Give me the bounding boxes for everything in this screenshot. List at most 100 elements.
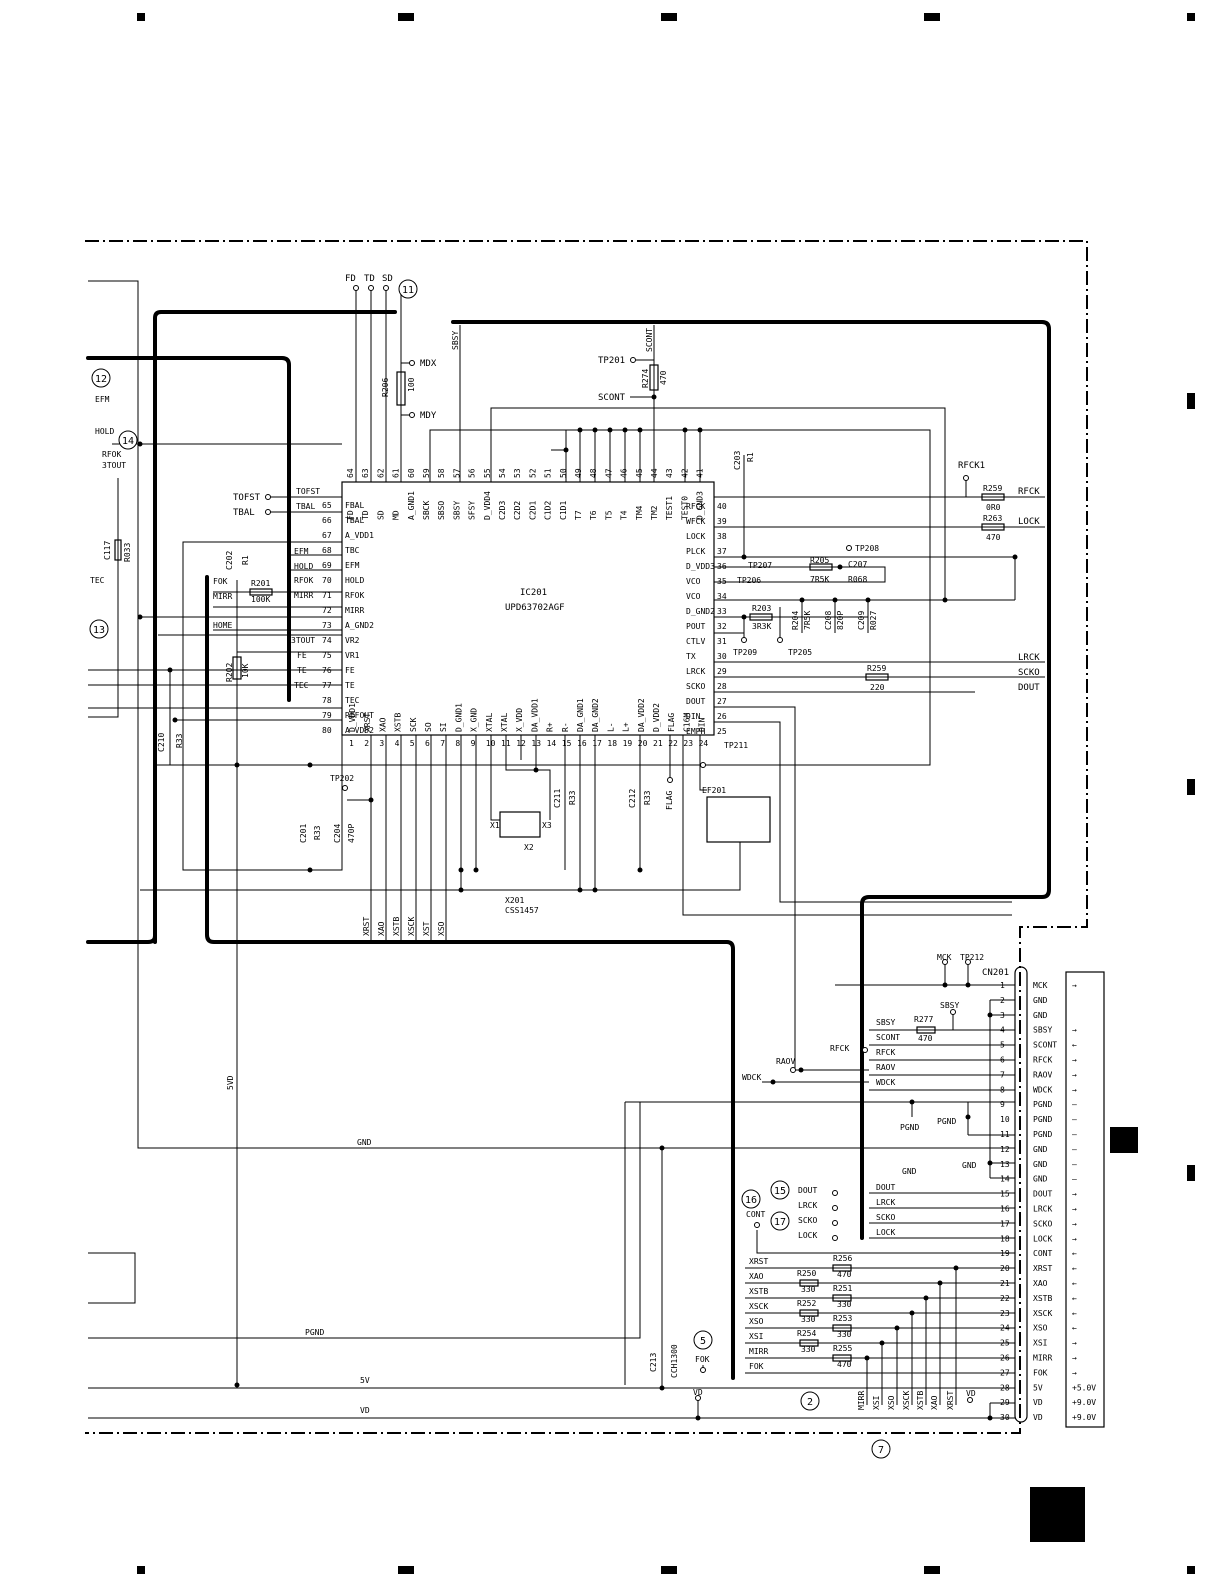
ic-pin-name: VCO	[686, 592, 701, 601]
label-rfck1: RFCK1	[958, 461, 985, 471]
label-tp208: TP208	[855, 544, 879, 553]
label-c117: C117	[103, 541, 112, 560]
label-r253: R253	[833, 1314, 852, 1323]
connector-pin-name: GND	[1033, 1160, 1048, 1169]
connector-pin-direction: +9.0V	[1072, 1398, 1096, 1407]
ic-pin-number: 15	[562, 739, 572, 748]
ic-pin-name: C2D3	[498, 501, 507, 520]
label-fe2: FE	[297, 651, 307, 660]
connector-pin-direction: ←	[1072, 1324, 1077, 1333]
marker-5: 5	[700, 1336, 706, 1347]
ic-pin-number: 6	[425, 739, 430, 748]
connector-pin-name: XRST	[1033, 1264, 1052, 1273]
connector-pin-name: RAOV	[1033, 1070, 1052, 1079]
ic-pin-name: HOLD	[345, 576, 364, 585]
label-5v-net: 5V	[360, 1376, 370, 1385]
ic-pin-name: TEST1	[665, 496, 674, 520]
label-dout2: DOUT	[798, 1186, 817, 1195]
ic-pin-number: 37	[717, 547, 727, 556]
label-r254: R254	[797, 1329, 816, 1338]
marker-15: 15	[774, 1186, 786, 1197]
label-sd: SD	[382, 274, 393, 284]
ic-pin-number: 5	[410, 739, 415, 748]
label-r258v: 220	[870, 683, 885, 692]
label-r204v: 7R5K	[803, 611, 812, 630]
ic-pin-name: SCKO	[686, 682, 705, 691]
label-r277v: 470	[918, 1034, 933, 1043]
label-c211v: R33	[568, 790, 577, 805]
ic-pin-name: PLCK	[686, 547, 705, 556]
connector-pin-direction: →	[1072, 1219, 1077, 1228]
label-sbsy2: SBSY	[876, 1018, 895, 1027]
connector-pin-direction: →	[1072, 981, 1077, 990]
ic-pin-number: 54	[498, 468, 507, 478]
ic-pin-number: 43	[665, 468, 674, 478]
ic-pin-name: X_VDD	[515, 708, 524, 732]
label-gnd-net: GND	[357, 1138, 372, 1147]
label-wdck: WDCK	[742, 1073, 761, 1082]
label-xsi2: XSI	[749, 1332, 764, 1341]
connector-pin-direction: —	[1072, 1100, 1077, 1109]
ic-pin-number: 79	[322, 711, 332, 720]
ic-pin-name: POUT	[686, 622, 705, 631]
label-scont3: SCONT	[876, 1033, 900, 1042]
ic-pin-number: 51	[544, 468, 553, 478]
connector-pin-name: WDCK	[1033, 1085, 1052, 1094]
connector-pin-direction: →	[1072, 1368, 1077, 1377]
connector-pin-name: LOCK	[1033, 1234, 1052, 1243]
label-flag: FLAG	[665, 791, 674, 810]
ic-pin-number: 45	[635, 468, 644, 478]
label-r206v: 100	[407, 377, 416, 392]
label-x3: X3	[542, 821, 552, 830]
ic-pin-name: TBAL	[345, 516, 364, 525]
ic-pin-name: FE	[345, 666, 355, 675]
label-r250: R250	[797, 1269, 816, 1278]
connector-pin-name: XSI	[1033, 1339, 1048, 1348]
label-r277: R277	[914, 1015, 933, 1024]
ic-pin-name: XRST	[363, 713, 372, 732]
ic-pin-name: D_GND1	[454, 703, 463, 732]
ic-pin-number: 32	[717, 622, 727, 631]
connector-pin-name: PGND	[1033, 1100, 1052, 1109]
label-mdy: MDY	[420, 411, 437, 421]
label-td: TD	[364, 274, 375, 284]
connector-pin-direction: —	[1072, 1175, 1077, 1184]
ic-pin-name: XAO	[378, 717, 387, 732]
label-c212: C212	[628, 789, 637, 808]
label-tofst: TOFST	[233, 493, 261, 503]
ic-pin-number: 16	[577, 739, 587, 748]
label-tec2: TEC	[294, 681, 309, 690]
connector-pin-direction: +5.0V	[1072, 1383, 1096, 1392]
label-hold2: HOLD	[294, 562, 313, 571]
ic-pin-name: DIN	[686, 712, 701, 721]
marker-2: 2	[807, 1397, 813, 1408]
connector-pin-direction: →	[1072, 1234, 1077, 1243]
label-raov: RAOV	[776, 1057, 795, 1066]
label-dout-out: DOUT	[1018, 683, 1040, 693]
label-r250v: 330	[801, 1285, 816, 1294]
label-mirr2: MIRR	[294, 591, 313, 600]
ic-pin-number: 72	[322, 606, 332, 615]
ic-pin-number: 57	[452, 468, 461, 478]
ic-pin-number: 61	[392, 468, 401, 478]
label-c210v: R33	[175, 733, 184, 748]
label-r251v: 330	[837, 1300, 852, 1309]
label-xrst: XRST	[362, 917, 371, 936]
label-hold: HOLD	[95, 427, 114, 436]
connector-pin-number: 14	[1000, 1175, 1010, 1184]
connector-pin-name: PGND	[1033, 1115, 1052, 1124]
ic-pin-name: SBSO	[437, 501, 446, 520]
connector-pin-name: MCK	[1033, 981, 1048, 990]
ic-pin-number: 64	[346, 468, 355, 478]
label-c208v: 820P	[836, 611, 845, 630]
marker-11: 11	[402, 285, 414, 296]
connector-pin-name: GND	[1033, 1145, 1048, 1154]
ic-pin-number: 50	[559, 468, 568, 478]
connector-pin-number: 10	[1000, 1115, 1010, 1124]
cn201-ref: CN201	[982, 968, 1009, 978]
label-r203v: 3R3K	[752, 622, 771, 631]
label-tbal2: TBAL	[296, 502, 315, 511]
connector-pin-direction: —	[1072, 1145, 1077, 1154]
ic-pin-number: 3	[379, 739, 384, 748]
ic-pin-name: T7	[574, 510, 583, 520]
